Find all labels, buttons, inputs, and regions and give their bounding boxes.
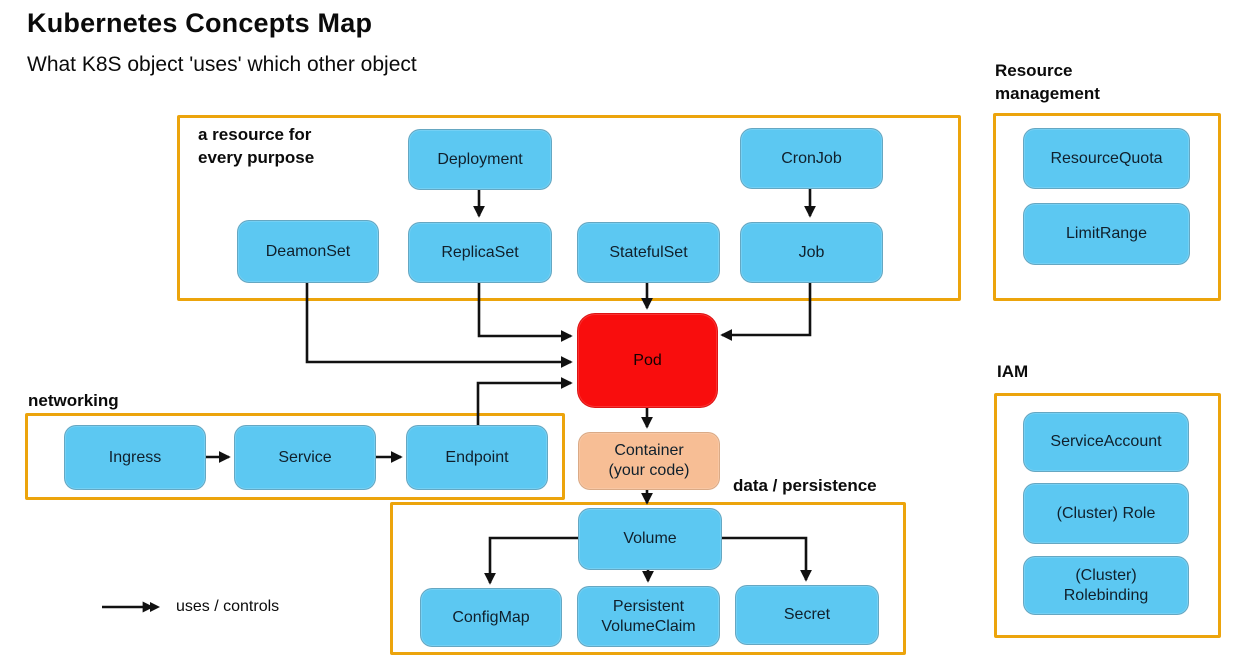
node-secret: Secret (735, 585, 879, 645)
node-limitrange: LimitRange (1023, 203, 1190, 265)
legend-label: uses / controls (176, 598, 280, 615)
node-label: ReplicaSet (441, 243, 519, 261)
group-label-resource-management: Resource management (995, 61, 1100, 103)
node-cluster-rolebinding: (Cluster) Rolebinding (1023, 556, 1189, 615)
node-label: ResourceQuota (1050, 149, 1163, 167)
node-label: StatefulSet (609, 243, 688, 261)
node-label-line2: (your code) (608, 462, 690, 479)
node-label-line2: VolumeClaim (601, 617, 696, 635)
legend-arrow-icon (102, 601, 160, 613)
node-cluster-role: (Cluster) Role (1023, 483, 1189, 544)
node-endpoint: Endpoint (406, 425, 548, 490)
node-label: Volume (623, 530, 677, 547)
group-label-data-persistence: data / persistence (733, 476, 877, 495)
node-deamonset: DeamonSet (237, 220, 379, 283)
node-label: ConfigMap (452, 608, 530, 626)
node-label: Job (798, 243, 825, 261)
node-cronjob: CronJob (740, 128, 883, 189)
node-resourcequota: ResourceQuota (1023, 128, 1190, 189)
node-container: Container (your code) (578, 432, 720, 490)
node-service: Service (234, 425, 376, 490)
node-configmap: ConfigMap (420, 588, 562, 647)
node-label: Pod (633, 351, 662, 369)
group-box-networking (25, 413, 565, 500)
node-label: Service (278, 448, 332, 466)
node-label-line1: Container (614, 442, 684, 459)
node-serviceaccount: ServiceAccount (1023, 412, 1189, 472)
node-label: ServiceAccount (1050, 433, 1162, 450)
node-pod: Pod (577, 313, 718, 408)
node-deployment: Deployment (408, 129, 552, 190)
legend: uses / controls (100, 598, 279, 616)
node-label: CronJob (781, 149, 842, 167)
group-label-iam: IAM (997, 362, 1029, 381)
node-replicaset: ReplicaSet (408, 222, 552, 283)
node-statefulset: StatefulSet (577, 222, 720, 283)
node-persistent-volumeclaim: Persistent VolumeClaim (577, 586, 720, 647)
node-label-line2: Rolebinding (1063, 586, 1149, 604)
node-label: DeamonSet (265, 242, 351, 260)
node-label-line1: (Cluster) (1075, 566, 1137, 584)
group-box-resource-management (993, 113, 1221, 301)
node-label: Deployment (437, 150, 523, 168)
node-label: Secret (783, 606, 831, 623)
group-label-resources: a resource for every purpose (198, 125, 315, 167)
node-label: Ingress (108, 448, 162, 466)
node-ingress: Ingress (64, 425, 206, 490)
node-label: Endpoint (445, 448, 509, 466)
node-label-line1: Persistent (612, 597, 685, 615)
node-volume: Volume (578, 508, 722, 570)
node-label: (Cluster) Role (1056, 504, 1156, 522)
node-job: Job (740, 222, 883, 283)
group-label-networking: networking (28, 391, 119, 410)
group-box-iam (994, 393, 1221, 638)
page-title: Kubernetes Concepts Map (27, 8, 373, 38)
node-label: LimitRange (1066, 225, 1147, 242)
page-subtitle: What K8S object 'uses' which other objec… (27, 53, 417, 76)
